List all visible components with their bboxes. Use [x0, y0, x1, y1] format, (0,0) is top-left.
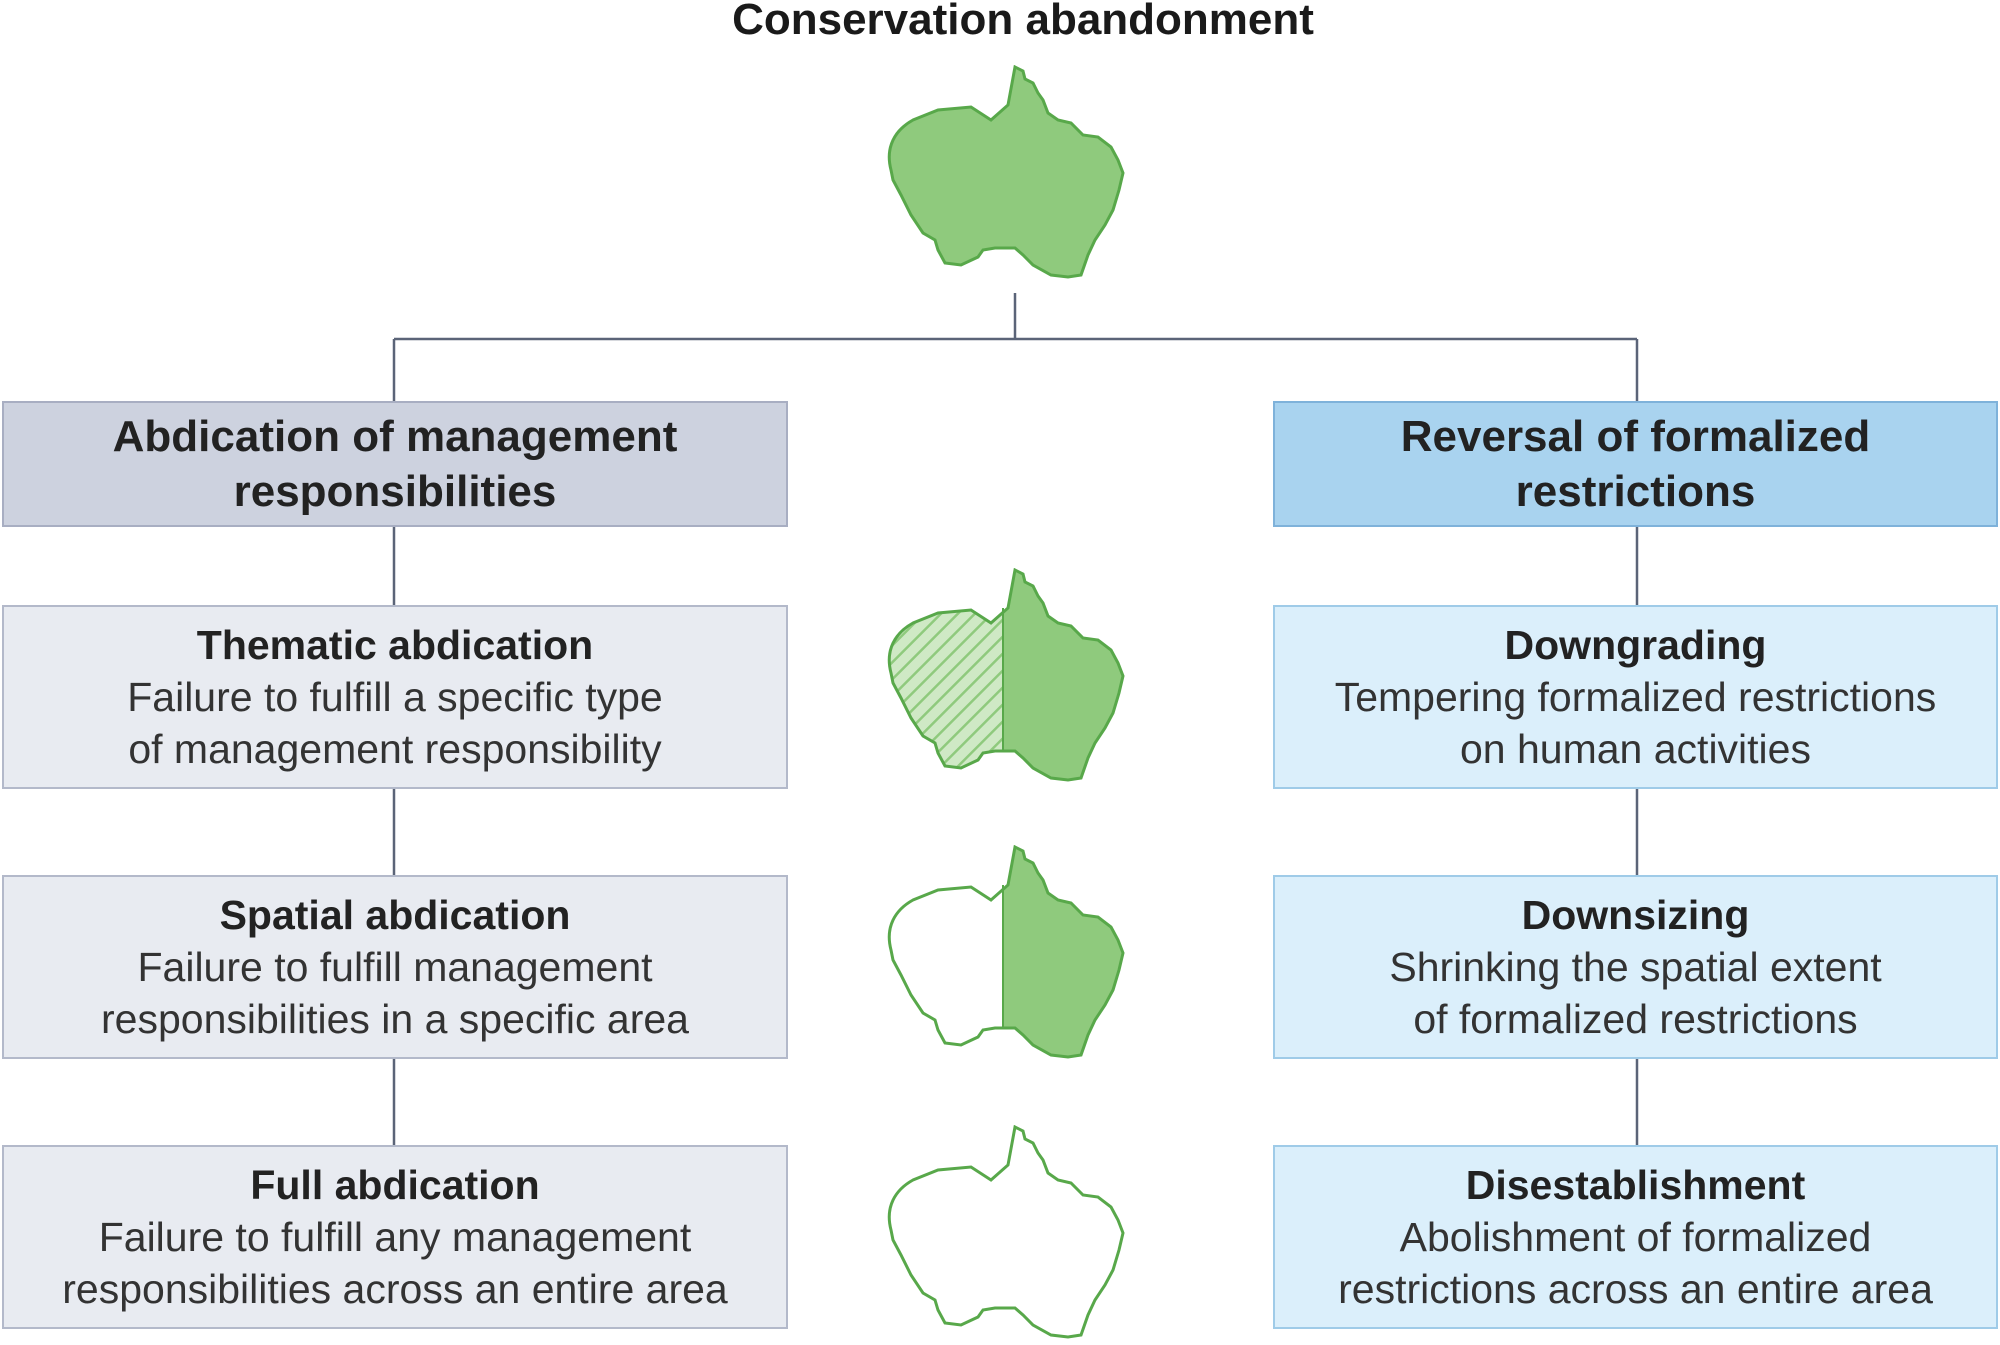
- spatial-abdication-box: Spatial abdication Failure to fulfill ma…: [2, 875, 788, 1059]
- item-description: Failure to fulfill any management respon…: [62, 1214, 728, 1312]
- downsizing-box: Downsizing Shrinking the spatial extent …: [1273, 875, 1998, 1059]
- item-description: Shrinking the spatial extent of formaliz…: [1389, 944, 1882, 1042]
- protected-area-thematic-icon: [887, 568, 1125, 782]
- item-title: Disestablishment: [1465, 1162, 1806, 1208]
- left-branch-header-text: Abdication of management responsibilitie…: [112, 412, 678, 516]
- left-branch-header: Abdication of management responsibilitie…: [2, 401, 788, 527]
- item-title: Full abdication: [250, 1162, 540, 1208]
- item-description: Abolishment of formalized restrictions a…: [1338, 1214, 1933, 1312]
- downgrading-box: Downgrading Tempering formalized restric…: [1273, 605, 1998, 789]
- right-branch-header: Reversal of formalized restrictions: [1273, 401, 1998, 527]
- item-title: Spatial abdication: [219, 892, 571, 938]
- protected-area-outline-icon: [887, 1125, 1125, 1339]
- item-description: Failure to fulfill a specific type of ma…: [127, 674, 663, 772]
- item-description: Failure to fulfill management responsibi…: [101, 944, 689, 1042]
- item-description: Tempering formalized restrictions on hum…: [1334, 674, 1937, 772]
- protected-area-full-icon: [887, 65, 1125, 279]
- diagram-title: Conservation abandonment: [732, 0, 1314, 44]
- full-abdication-box: Full abdication Failure to fulfill any m…: [2, 1145, 788, 1329]
- item-title: Downsizing: [1521, 892, 1750, 938]
- item-title: Thematic abdication: [196, 622, 594, 668]
- disestablishment-box: Disestablishment Abolishment of formaliz…: [1273, 1145, 1998, 1329]
- item-title: Downgrading: [1504, 622, 1767, 668]
- thematic-abdication-box: Thematic abdication Failure to fulfill a…: [2, 605, 788, 789]
- protected-area-spatial-icon: [887, 845, 1125, 1059]
- right-branch-header-text: Reversal of formalized restrictions: [1400, 412, 1871, 516]
